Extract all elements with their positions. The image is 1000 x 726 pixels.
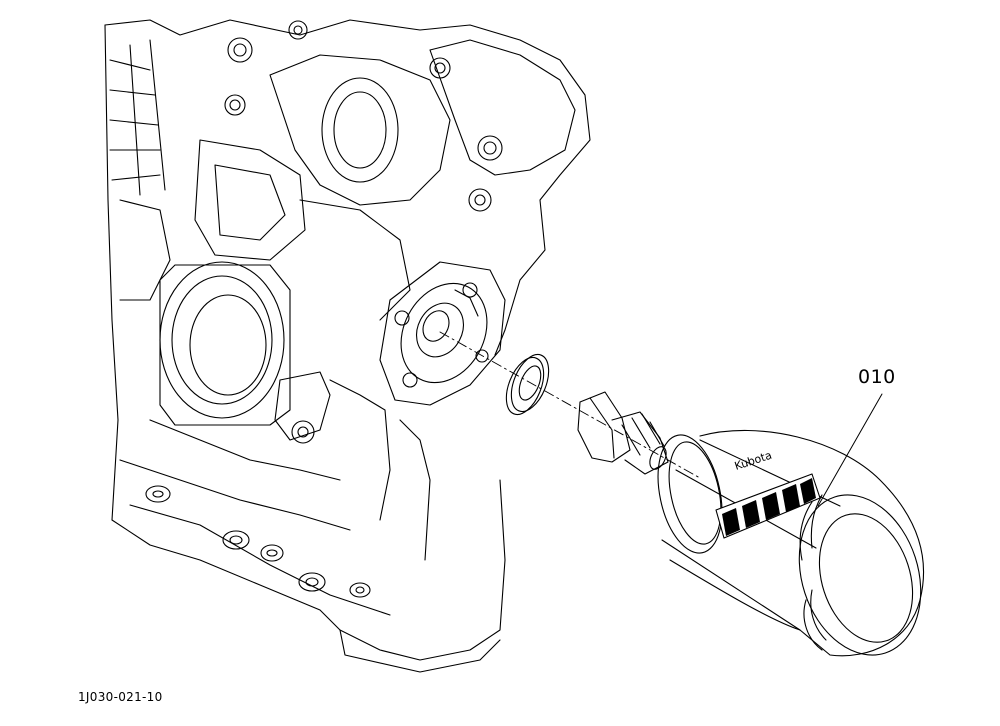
- oil-filter-cartridge: Kubota: [657, 430, 925, 657]
- filter-stud: [577, 391, 669, 475]
- callout-leader-line: [817, 393, 883, 507]
- assembly-axis-line: [439, 331, 701, 479]
- filter-mount-flange: [379, 261, 506, 406]
- filter-logo-marks: [722, 478, 816, 536]
- gasket-washer: [505, 353, 550, 416]
- filter-brand-text: Kubota: [733, 449, 774, 473]
- figure-code: 1J030-021-10: [78, 690, 163, 704]
- part-callout-010: 010: [858, 366, 896, 388]
- engine-block: [104, 19, 591, 673]
